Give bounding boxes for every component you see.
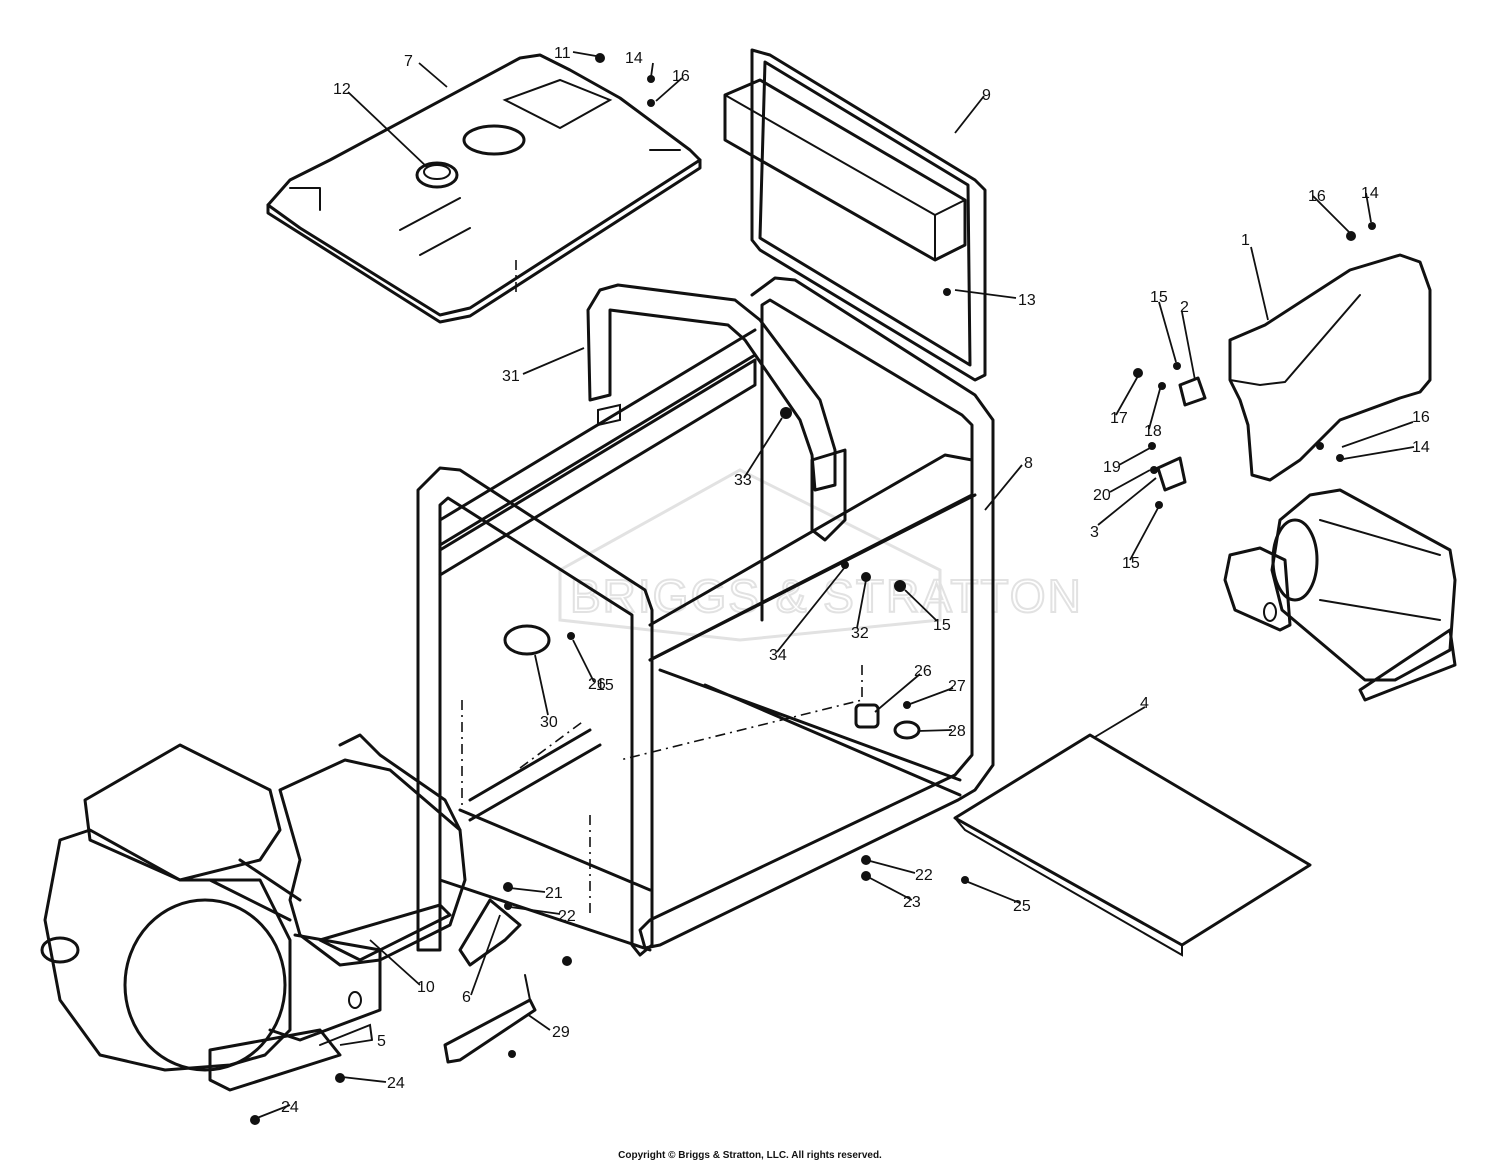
callout-3: 3 [1090, 524, 1099, 541]
callout-16-c: 16 [1412, 409, 1430, 426]
callout-34: 34 [769, 647, 787, 664]
alternator [1223, 488, 1457, 702]
callout-7: 7 [404, 53, 413, 70]
callout-25: 25 [1013, 898, 1031, 915]
callout-13: 13 [1018, 292, 1036, 309]
base-panel [953, 733, 1312, 957]
callout-15-d: 15 [596, 677, 614, 694]
callout-24-b: 24 [281, 1099, 299, 1116]
hardware-dots [250, 53, 1376, 1125]
callout-1: 1 [1241, 232, 1250, 249]
mount-brackets [318, 898, 537, 1064]
callout-27: 27 [948, 678, 966, 695]
callout-31: 31 [502, 368, 520, 385]
callout-17: 17 [1110, 410, 1128, 427]
small-parts [503, 376, 1207, 740]
callout-labels: 1 2 3 4 5 6 7 8 9 10 11 12 13 14 14 14 1… [281, 45, 1430, 1116]
callout-19: 19 [1103, 459, 1121, 476]
callout-9: 9 [982, 87, 991, 104]
handle [586, 283, 847, 542]
callout-14-c: 14 [1412, 439, 1430, 456]
watermark-logo: BRIGGS & STRATTON [558, 468, 1083, 642]
callout-24-a: 24 [387, 1075, 405, 1092]
fuel-tank [266, 53, 702, 324]
callout-26-b: 26 [588, 676, 606, 693]
callout-5: 5 [377, 1033, 386, 1050]
callout-12: 12 [333, 81, 351, 98]
callout-21: 21 [545, 885, 563, 902]
callout-10: 10 [417, 979, 435, 996]
callout-6: 6 [462, 989, 471, 1006]
callout-11: 11 [554, 45, 571, 62]
callout-23: 23 [903, 894, 921, 911]
callout-16-b: 16 [1308, 188, 1326, 205]
callout-15-c: 15 [933, 617, 951, 634]
callout-22-a: 22 [558, 908, 576, 925]
engine [40, 733, 467, 1092]
callout-28: 28 [948, 723, 966, 740]
callout-15-b: 15 [1122, 555, 1140, 572]
callout-33: 33 [734, 472, 752, 489]
watermark-text: BRIGGS & STRATTON [570, 570, 1083, 622]
callout-8: 8 [1024, 455, 1033, 472]
callout-15-a: 15 [1150, 289, 1168, 306]
leader-lines [256, 51, 1415, 1119]
alternator-cover [1228, 253, 1432, 482]
callout-32: 32 [851, 625, 869, 642]
callout-2: 2 [1180, 299, 1189, 316]
callout-30: 30 [540, 714, 558, 731]
callout-18: 18 [1144, 423, 1162, 440]
callout-4: 4 [1140, 695, 1149, 712]
main-frame [416, 276, 995, 957]
parts-diagram: BRIGGS & STRATTON [40, 45, 1457, 1125]
callout-29: 29 [552, 1024, 570, 1041]
control-panel [723, 48, 987, 382]
callout-22-b: 22 [915, 867, 933, 884]
callout-16-a: 16 [672, 68, 690, 85]
callout-14-a: 14 [625, 50, 643, 67]
callout-14-b: 14 [1361, 185, 1379, 202]
copyright-notice: Copyright © Briggs & Stratton, LLC. All … [618, 1150, 882, 1161]
callout-26-a: 26 [914, 663, 932, 680]
callout-20: 20 [1093, 487, 1111, 504]
